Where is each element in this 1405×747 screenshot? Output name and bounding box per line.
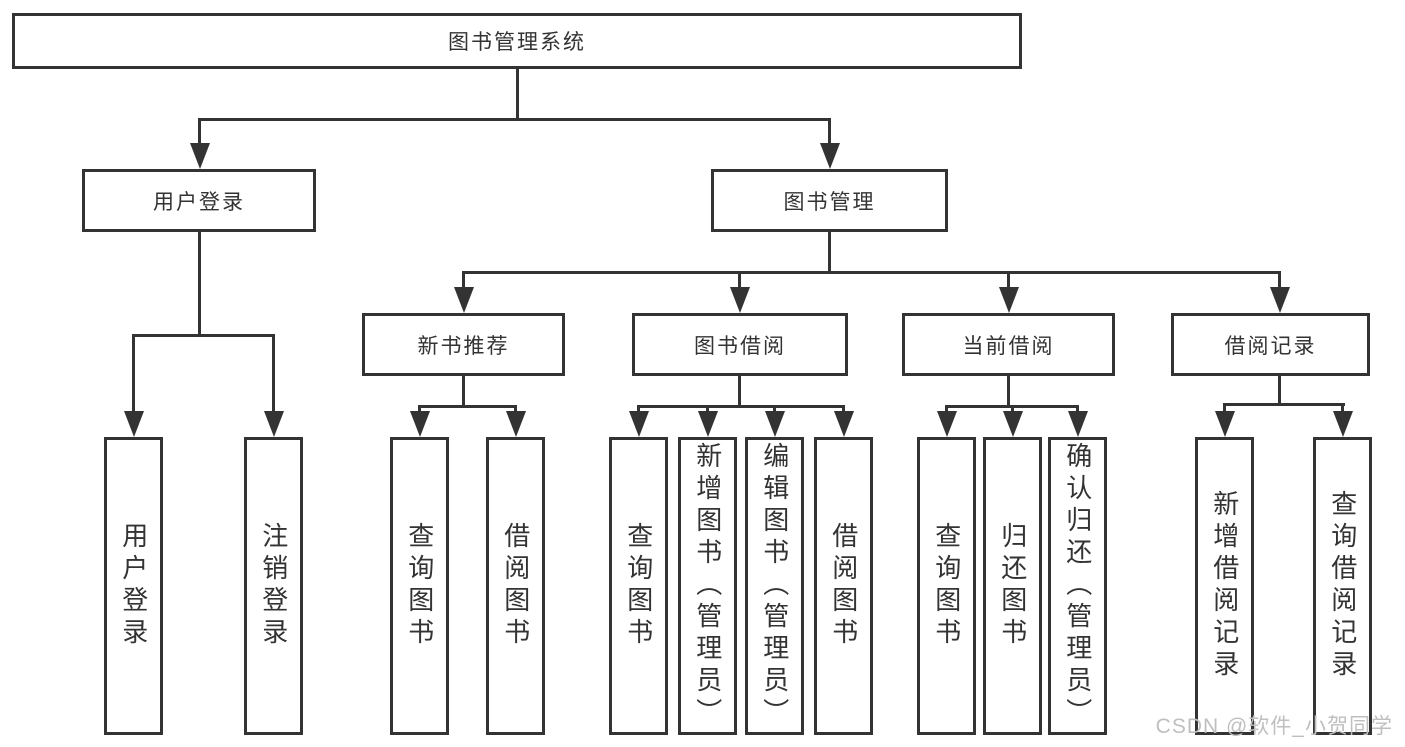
- connector-new-book-hline: [418, 405, 517, 408]
- leaf-logout: 注销登录: [244, 437, 303, 735]
- connector-root-hline: [198, 118, 831, 121]
- connector-book-management-stem: [828, 231, 831, 273]
- node-book-management: 图书管理: [711, 169, 948, 232]
- leaf-label: 新增图书（管理员）: [692, 442, 723, 730]
- leaf-label: 编辑图书（管理员）: [759, 442, 790, 730]
- leaf-nb-borrow-books: 借阅图书: [486, 437, 545, 735]
- node-borrowing-records: 借阅记录: [1171, 313, 1370, 376]
- arrow-down-book-borrowing: [729, 271, 750, 313]
- leaf-bb-edit-books-admin: 编辑图书（管理员）: [745, 437, 804, 735]
- leaf-bb-add-books-admin: 新增图书（管理员）: [678, 437, 737, 735]
- arrow-down-leaf-user-login: [123, 334, 144, 437]
- arrow-down-nb-query-books: [409, 405, 430, 437]
- connector-root-stem: [516, 68, 519, 118]
- node-new-book-recommendation: 新书推荐: [362, 313, 565, 376]
- leaf-label: 查询图书: [623, 522, 654, 650]
- node-label: 借阅记录: [1224, 334, 1317, 358]
- connector-current-borrowing-stem: [1007, 375, 1010, 407]
- arrow-down-cb-query-books: [936, 405, 957, 437]
- connector-book-borrowing-stem: [738, 375, 741, 407]
- arrow-down-bb-query-books: [628, 405, 649, 437]
- connector-borrowing-records-hline: [1223, 403, 1345, 406]
- connector-book-borrowing-hline: [637, 405, 845, 408]
- arrow-down-bb-add-books: [697, 405, 718, 437]
- leaf-label: 用户登录: [118, 522, 149, 650]
- leaf-label: 新增借阅记录: [1209, 490, 1240, 682]
- node-book-borrowing: 图书借阅: [632, 313, 848, 376]
- arrow-down-book-management: [819, 118, 840, 169]
- arrow-down-br-query-record: [1332, 403, 1353, 437]
- connector-user-login-hline: [132, 334, 275, 337]
- leaf-label: 归还图书: [997, 522, 1028, 650]
- node-label: 新书推荐: [417, 334, 510, 358]
- node-user-login: 用户登录: [82, 169, 316, 232]
- leaf-cb-return-books: 归还图书: [983, 437, 1042, 735]
- leaf-label: 确认归还（管理员）: [1062, 442, 1093, 730]
- leaf-label: 查询图书: [404, 522, 435, 650]
- node-label: 当前借阅: [962, 334, 1055, 358]
- arrow-down-borrowing-records: [1269, 271, 1290, 313]
- leaf-br-query-record: 查询借阅记录: [1313, 437, 1372, 735]
- leaf-label: 查询借阅记录: [1327, 490, 1358, 682]
- node-current-borrowing: 当前借阅: [902, 313, 1115, 376]
- arrow-down-bb-borrow-books: [833, 405, 854, 437]
- arrow-down-leaf-logout: [263, 334, 284, 437]
- node-label: 用户登录: [153, 190, 245, 214]
- node-label: 图书管理: [783, 190, 876, 214]
- leaf-nb-query-books: 查询图书: [390, 437, 449, 735]
- leaf-label: 查询图书: [931, 522, 962, 650]
- connector-user-login-stem: [198, 231, 201, 335]
- node-label: 图书借阅: [694, 334, 786, 358]
- arrow-down-current-borrowing: [998, 271, 1019, 313]
- arrow-down-cb-confirm-return: [1067, 405, 1088, 437]
- arrow-down-br-add-record: [1214, 403, 1235, 437]
- leaf-cb-confirm-return-admin: 确认归还（管理员）: [1048, 437, 1107, 735]
- leaf-br-add-record: 新增借阅记录: [1195, 437, 1254, 735]
- node-library-system: 图书管理系统: [12, 13, 1022, 69]
- leaf-cb-query-books: 查询图书: [917, 437, 976, 735]
- arrow-down-new-book-recommendation: [453, 271, 474, 313]
- arrow-down-cb-return-books: [1002, 405, 1023, 437]
- node-label: 图书管理系统: [448, 31, 586, 54]
- arrow-down-bb-edit-books: [764, 405, 785, 437]
- leaf-label: 借阅图书: [500, 522, 531, 650]
- connector-borrowing-records-stem: [1278, 375, 1281, 405]
- leaf-bb-borrow-books: 借阅图书: [814, 437, 873, 735]
- connector-new-book-stem: [462, 375, 465, 407]
- leaf-bb-query-books: 查询图书: [609, 437, 668, 735]
- leaf-label: 注销登录: [258, 522, 289, 650]
- csdn-watermark: CSDN @软件_小贺同学: [1155, 715, 1393, 738]
- leaf-user-login: 用户登录: [104, 437, 163, 735]
- connector-book-management-hline: [462, 271, 1281, 274]
- arrow-down-nb-borrow-books: [505, 405, 526, 437]
- leaf-label: 借阅图书: [828, 522, 859, 650]
- arrow-down-user-login: [189, 118, 210, 169]
